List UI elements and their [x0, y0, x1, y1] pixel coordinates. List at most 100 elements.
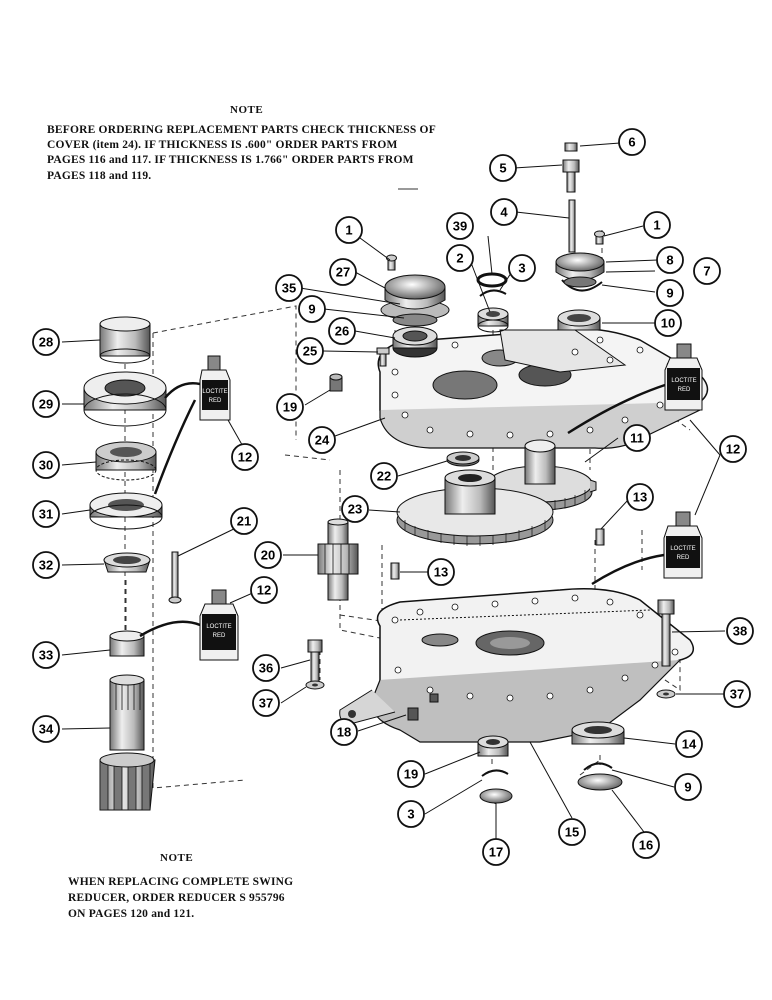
bottom-note-line-3: ON PAGES 120 and 121. [68, 908, 195, 920]
callout-number: 21 [237, 514, 251, 529]
bearing-cap-right [555, 252, 605, 292]
callout-circle [632, 831, 660, 859]
svg-text:RED: RED [213, 633, 226, 639]
callout-circle [32, 451, 60, 479]
callout-number: 35 [282, 281, 296, 296]
bolt-25 [376, 347, 390, 367]
svg-text:LOCTITE: LOCTITE [671, 378, 696, 384]
callout-circle [397, 760, 425, 788]
callout-c16: 16 [632, 831, 660, 859]
callout-circle [482, 838, 510, 866]
callout-number: 25 [303, 344, 317, 359]
callout-number: 17 [489, 845, 503, 860]
callout-c26: 26 [328, 317, 356, 345]
callout-c3a: 3 [508, 254, 536, 282]
callout-number: 19 [283, 400, 297, 415]
bearing-cap-left [380, 274, 450, 327]
svg-text:LOCTITE: LOCTITE [670, 546, 695, 552]
callout-number: 13 [633, 490, 647, 505]
callout-c36: 36 [252, 654, 280, 682]
callout-circle [490, 198, 518, 226]
callout-c11: 11 [623, 424, 651, 452]
callout-circle [623, 424, 651, 452]
washer-37-right [656, 689, 676, 699]
callout-c23: 23 [341, 495, 369, 523]
bolt-21 [168, 551, 182, 604]
callout-circle [32, 641, 60, 669]
loctite-bottle-left: LOCTITE RED [199, 355, 231, 421]
callout-number: 26 [335, 324, 349, 339]
callout-c13a: 13 [626, 483, 654, 511]
callout-circle [32, 390, 60, 418]
callout-circle [508, 254, 536, 282]
callout-c37b: 37 [723, 680, 751, 708]
housing-15 [339, 588, 695, 743]
callout-c21: 21 [230, 507, 258, 535]
callout-c22: 22 [370, 462, 398, 490]
callout-number: 11 [630, 431, 644, 446]
bearing-10 [557, 309, 601, 331]
bearing-30 [95, 441, 157, 481]
seal-22 [446, 451, 480, 467]
callout-circle [618, 128, 646, 156]
callout-circle [693, 257, 721, 285]
svg-text:RED: RED [678, 387, 691, 393]
callout-c12a: 12 [231, 443, 259, 471]
callout-circle [446, 244, 474, 272]
callout-number: 19 [404, 767, 418, 782]
bolt-left-top [386, 254, 397, 271]
svg-text:LOCTITE: LOCTITE [202, 389, 227, 395]
callout-c2: 2 [446, 244, 474, 272]
callout-c4: 4 [490, 198, 518, 226]
callout-c12b: 12 [719, 435, 747, 463]
washer-37-left [305, 680, 325, 690]
callout-c30: 30 [32, 451, 60, 479]
callout-c39: 39 [446, 212, 474, 240]
callout-circle [723, 680, 751, 708]
callout-number: 22 [377, 469, 391, 484]
bottom-note-line-2: REDUCER, ORDER REDUCER S 955796 [68, 892, 285, 904]
callout-c33: 33 [32, 641, 60, 669]
top-note-title: NOTE [230, 104, 264, 116]
callout-circle [32, 715, 60, 743]
callout-number: 7 [703, 264, 710, 279]
callout-c24: 24 [308, 426, 336, 454]
callout-number: 10 [661, 316, 675, 331]
bearing-14 [571, 721, 625, 745]
snap-ring-3-top [479, 289, 507, 297]
callout-circle [252, 654, 280, 682]
callout-number: 9 [684, 780, 691, 795]
callout-number: 6 [628, 135, 635, 150]
callout-circle [370, 462, 398, 490]
ring-39 [476, 272, 508, 288]
callout-c9c: 9 [674, 773, 702, 801]
callout-c27: 27 [329, 258, 357, 286]
top-note-line-3: PAGES 116 and 117. IF THICKNESS IS 1.766… [47, 154, 414, 166]
callout-circle [489, 154, 517, 182]
callout-c19b: 19 [397, 760, 425, 788]
callout-number: 3 [518, 261, 525, 276]
bearing-26 [392, 326, 438, 358]
callout-circle [329, 258, 357, 286]
sleeve-28 [99, 316, 151, 364]
dowel-13-right [595, 528, 605, 546]
callout-circle [254, 541, 282, 569]
callout-number: 18 [337, 725, 351, 740]
top-note-line-1: BEFORE ORDERING REPLACEMENT PARTS CHECK … [47, 124, 436, 136]
svg-text:RED: RED [209, 398, 222, 404]
bearing-32 [103, 552, 151, 573]
callout-c19a: 19 [276, 393, 304, 421]
bolt-36 [307, 639, 323, 683]
callout-circle [558, 818, 586, 846]
callout-number: 8 [666, 253, 673, 268]
callout-number: 12 [726, 442, 740, 457]
callout-number: 34 [39, 722, 54, 737]
callout-c6: 6 [618, 128, 646, 156]
callout-c3b: 3 [397, 800, 425, 828]
flange-31 [89, 492, 163, 530]
loctite-bottle-center: LOCTITE RED [199, 589, 239, 661]
callout-circle [674, 773, 702, 801]
callout-number: 2 [456, 251, 463, 266]
snap-ring-9-bottom [583, 762, 613, 771]
